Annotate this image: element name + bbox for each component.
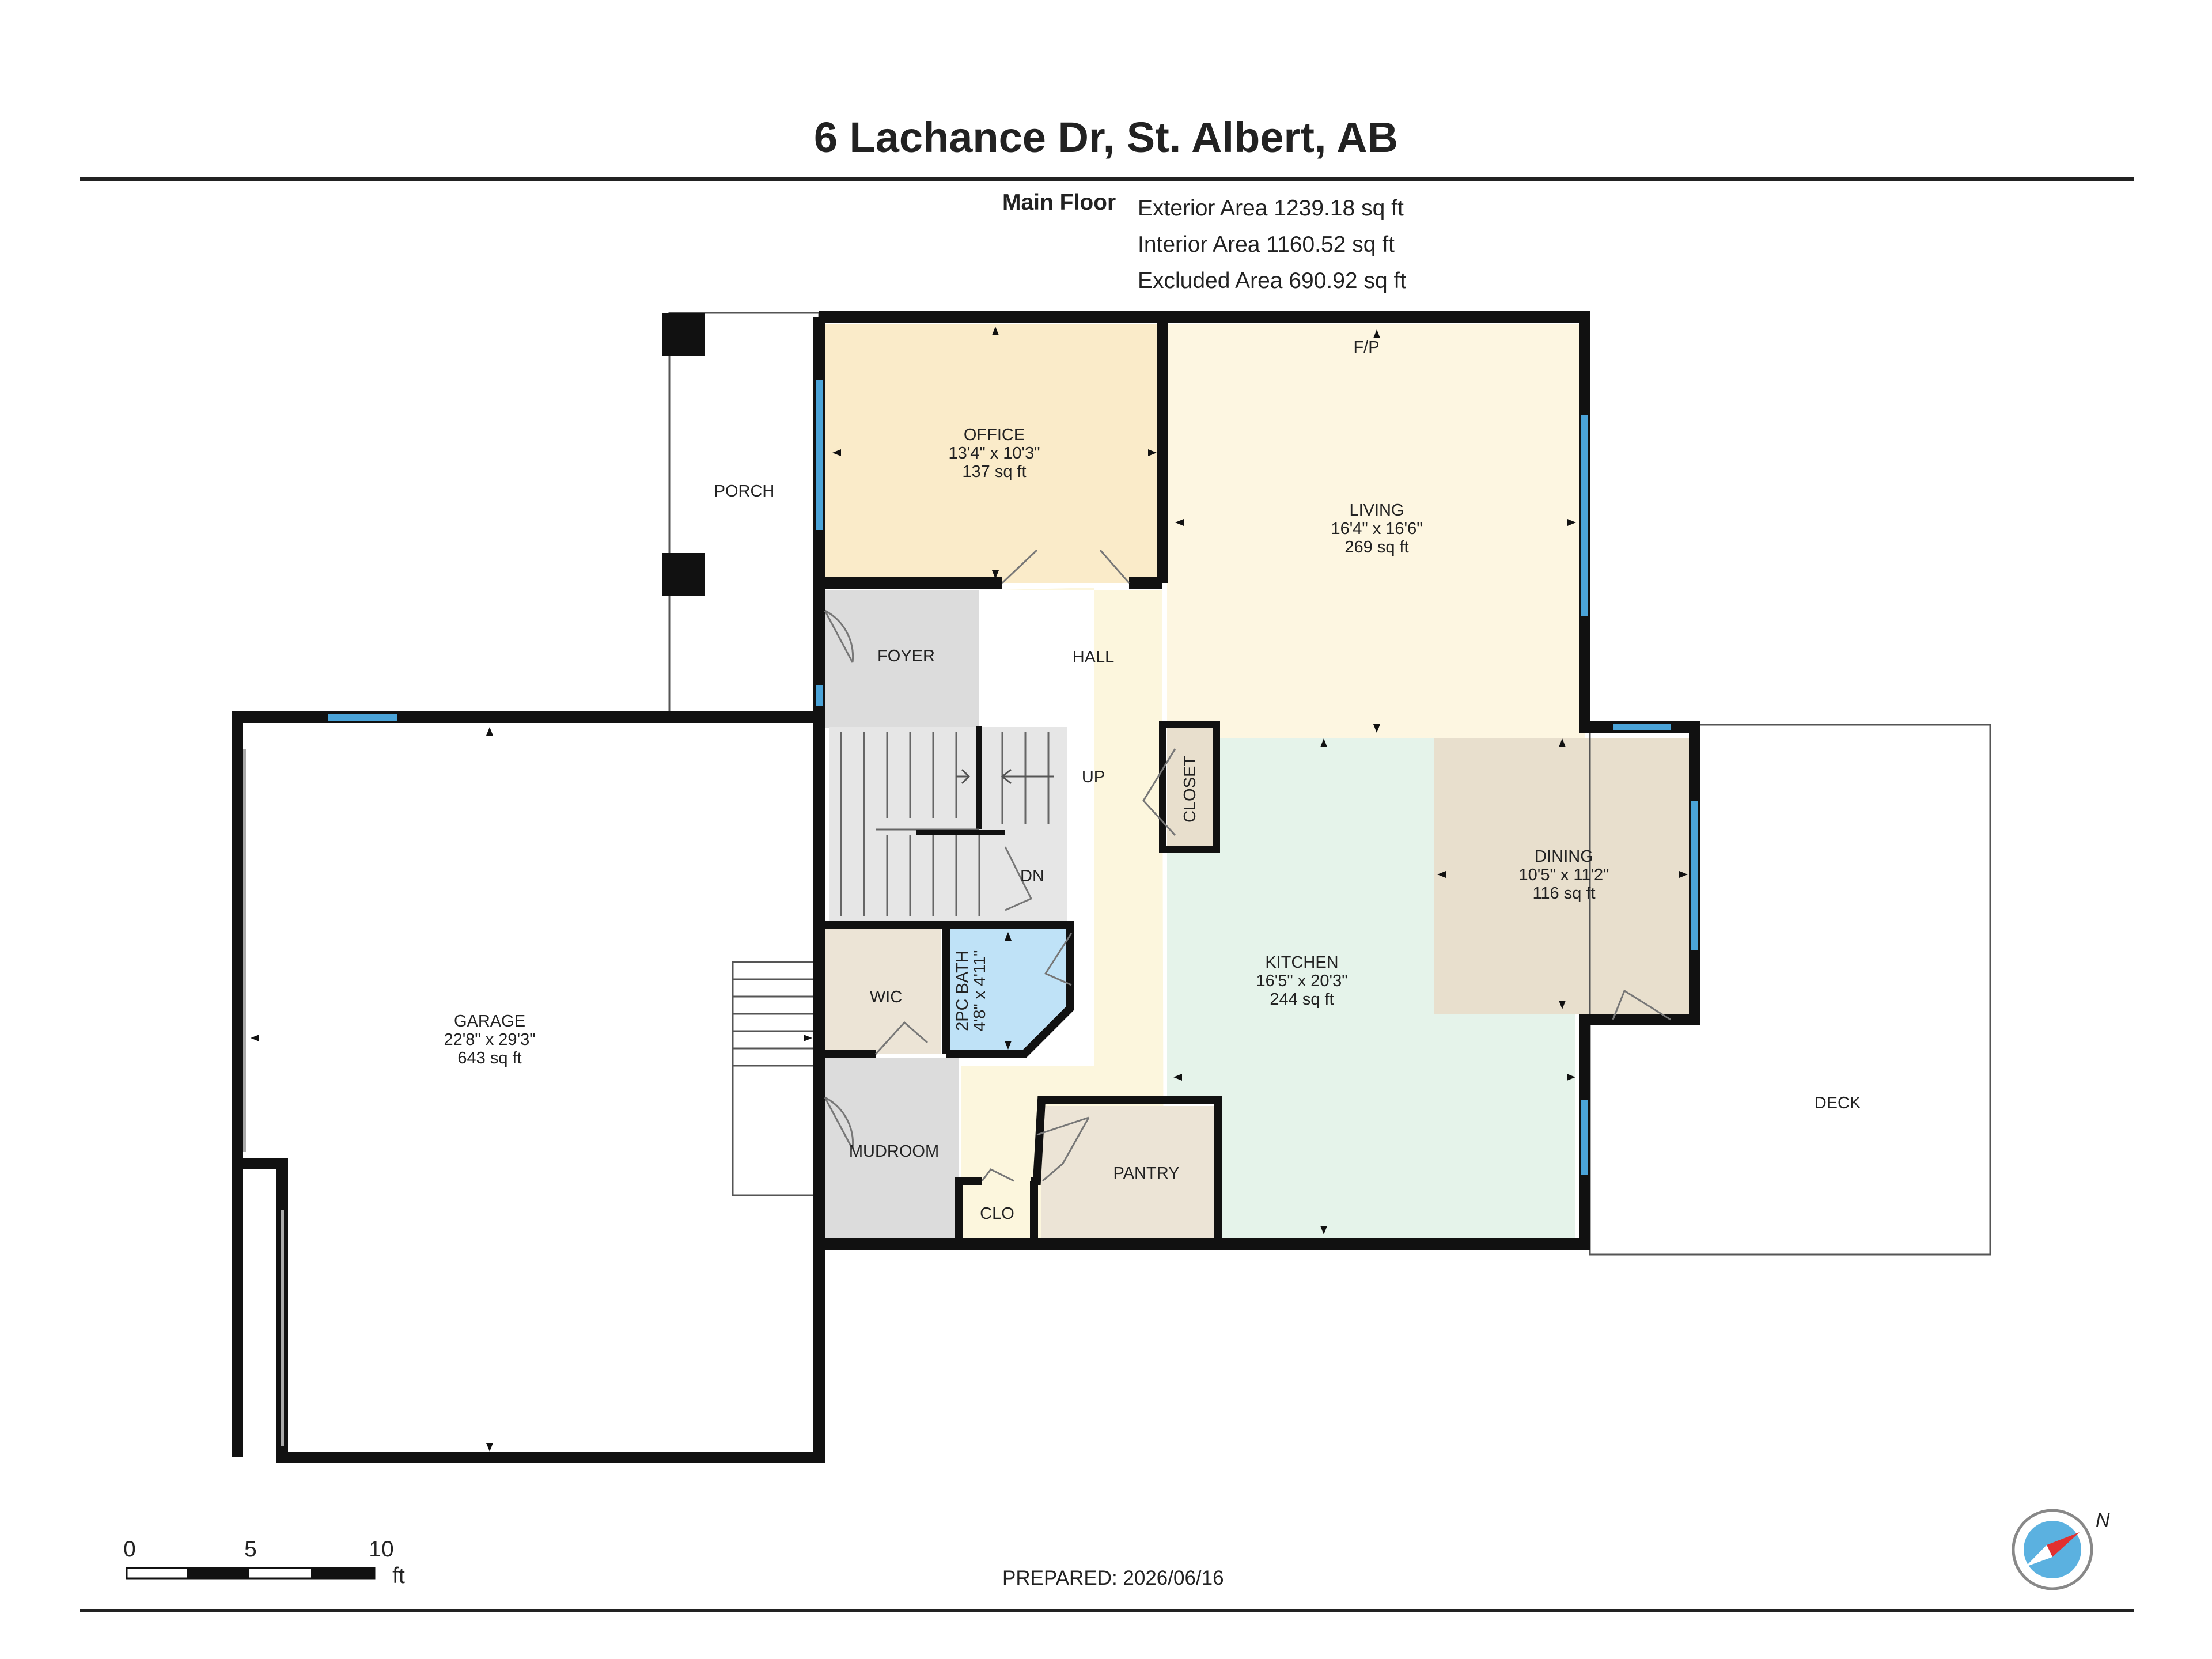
office-dims: 13'4" x 10'3" <box>948 444 1040 463</box>
porch-post <box>662 313 705 356</box>
garage-steps <box>732 961 820 1196</box>
deck-label: DECK <box>1815 1094 1861 1112</box>
stairs-up-label: UP <box>1082 768 1105 786</box>
kitchen-fill <box>1167 738 1575 1240</box>
porch-post <box>662 553 705 596</box>
scale-bar: 0 5 10 ft <box>123 1537 405 1588</box>
fireplace-label: F/P <box>1353 338 1379 357</box>
living-dims: 16'4" x 16'6" <box>1331 520 1422 538</box>
door-swings <box>824 549 1671 1182</box>
closet-fill <box>1167 727 1217 849</box>
prepared-date: PREPARED: 2026/06/16 <box>1002 1567 1224 1589</box>
pantry-fill <box>1041 1106 1214 1240</box>
wic-fill <box>823 927 941 1054</box>
garage-doors <box>243 749 284 1446</box>
clo-label: CLO <box>980 1205 1014 1223</box>
office-name: OFFICE <box>964 426 1025 444</box>
mudroom-fill <box>823 1058 959 1240</box>
mudroom-label: MUDROOM <box>849 1142 939 1161</box>
bath-dims: 4'8" x 4'11" <box>971 950 989 1032</box>
foyer-fill <box>823 590 979 728</box>
hall-fill <box>961 588 1164 1244</box>
garage-area: 643 sq ft <box>457 1049 521 1067</box>
dining-name: DINING <box>1535 847 1593 866</box>
footer-rule <box>80 1609 2134 1612</box>
stairs-fill <box>830 727 1067 921</box>
kitchen-name: KITCHEN <box>1265 953 1338 972</box>
kitchen-dims: 16'5" x 20'3" <box>1256 972 1347 990</box>
scale-unit: ft <box>392 1563 405 1588</box>
pantry-label: PANTRY <box>1113 1164 1180 1183</box>
dining-dims: 10'5" x 11'2" <box>1519 866 1609 884</box>
bath-name: 2PC BATH <box>953 950 972 1031</box>
dining-fill <box>1434 738 1695 1014</box>
page-title: 6 Lachance Dr, St. Albert, AB <box>813 113 1399 161</box>
exterior-area: Exterior Area 1239.18 sq ft <box>1138 196 1404 221</box>
compass-north-label: N <box>2096 1509 2110 1531</box>
office-area: 137 sq ft <box>962 463 1026 481</box>
foyer-label: FOYER <box>877 647 935 665</box>
floor-name: Main Floor <box>1002 190 1116 215</box>
room-labels: OFFICE 13'4" x 10'3" 137 sq ft LIVING 16… <box>444 338 1861 1223</box>
scale-tick-0: 0 <box>123 1537 136 1562</box>
dining-area: 116 sq ft <box>1532 884 1595 903</box>
area-summary: Exterior Area 1239.18 sq ft Interior Are… <box>1138 190 1406 299</box>
living-area: 269 sq ft <box>1344 538 1408 556</box>
wic-label: WIC <box>870 988 902 1006</box>
kitchen-area: 244 sq ft <box>1270 990 1334 1009</box>
hall-label: HALL <box>1073 648 1115 666</box>
office-fill <box>823 324 1167 583</box>
living-name: LIVING <box>1349 501 1404 520</box>
garage-dims: 22'8" x 29'3" <box>444 1031 535 1049</box>
scale-tick-5: 5 <box>244 1537 257 1562</box>
living-fill <box>1167 324 1585 738</box>
porch-label: PORCH <box>714 482 775 501</box>
porch-outline <box>668 312 820 714</box>
windows <box>328 380 1698 1175</box>
title-rule <box>80 177 2134 181</box>
stair-arrows <box>956 768 1054 785</box>
bath-fill <box>949 927 1070 1054</box>
stairs-down-label: DN <box>1020 867 1044 885</box>
dimension-arrows <box>251 327 1688 1452</box>
closet-label: CLOSET <box>1181 756 1199 823</box>
deck-outline <box>1589 724 1991 1256</box>
garage-name: GARAGE <box>454 1012 525 1031</box>
scale-tick-10: 10 <box>369 1537 393 1562</box>
excluded-area: Excluded Area 690.92 sq ft <box>1138 268 1407 293</box>
compass-icon: N <box>2012 1509 2110 1590</box>
interior-area: Interior Area 1160.52 sq ft <box>1138 232 1395 257</box>
staircase <box>840 726 1050 916</box>
